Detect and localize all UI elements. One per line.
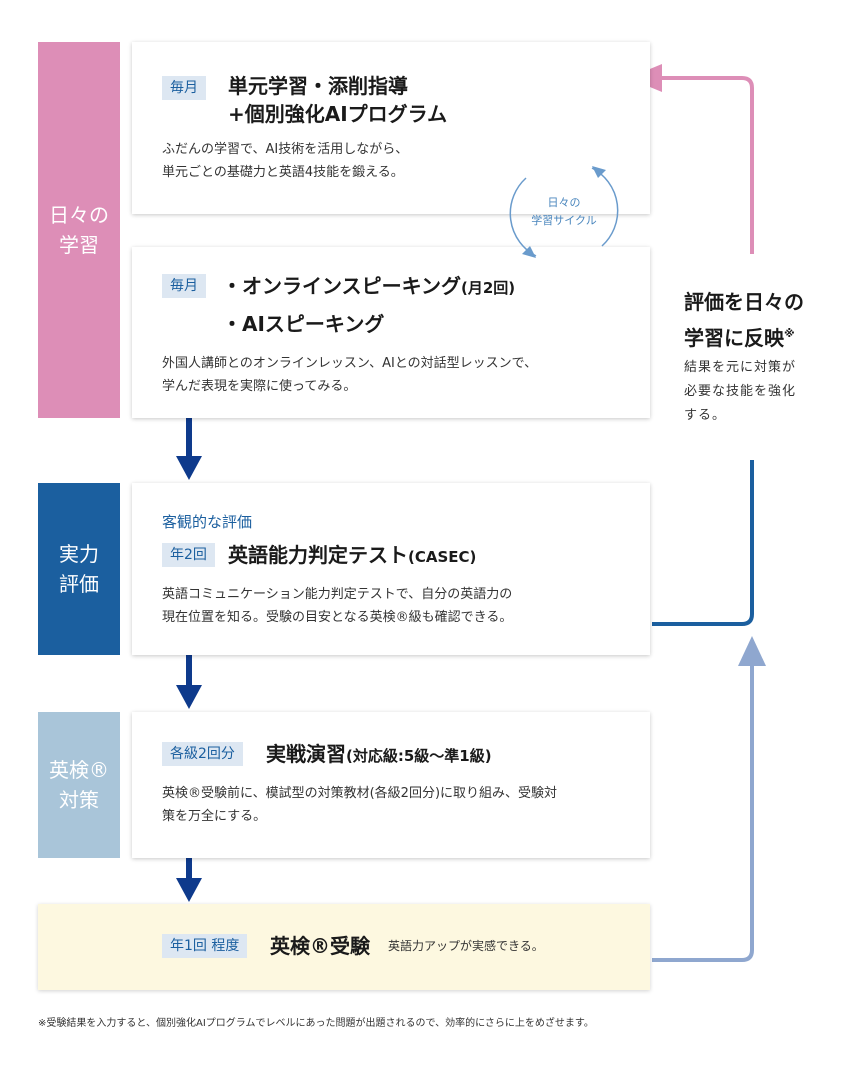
card4-heading: 実戦演習(対応級:5級〜準1級): [266, 740, 492, 770]
card1-desc-line2: 単元ごとの基礎力と英語4技能を鍛える。: [162, 165, 404, 180]
feedback-desc-line2: 必要な技能を強化: [684, 384, 797, 399]
card3-heading-sub: (CASEC): [408, 548, 477, 566]
card2-desc-line1: 外国人講師とのオンラインレッスン、AIとの対話型レッスンで、: [162, 356, 538, 371]
sidebar-eval-line1: 実力: [59, 542, 99, 566]
final-tag: 年1回 程度: [162, 934, 248, 958]
sidebar-evaluation: 実力 評価: [38, 483, 120, 655]
card3-label: 客観的な評価: [162, 513, 253, 531]
card2-desc-line2: 学んだ表現を実際に使ってみる。: [162, 379, 357, 394]
card2-heading-line1: ・オンラインスピーキング(月2回): [222, 272, 515, 302]
footnote: ※受験結果を入力すると、個別強化AIプログラムでレベルにあった問題が出題されるの…: [38, 1018, 594, 1029]
card2-heading-line1-sub: (月2回): [461, 279, 516, 297]
card1-heading-line1: 単元学習・添削指導: [228, 74, 408, 98]
down-arrow-2: [176, 655, 202, 709]
sidebar-eval-line2: 評価: [59, 572, 99, 596]
cycle-badge: 日々の 学習サイクル: [512, 160, 616, 264]
final-note: 英語力アップが実感できる。: [388, 939, 544, 953]
card2-heading-line2: ・AIスピーキング: [222, 312, 385, 336]
cycle-line1: 日々の: [547, 196, 581, 209]
card-unit-study: 毎月 単元学習・添削指導 +個別強化AIプログラム ふだんの学習で、AI技術を活…: [132, 42, 650, 214]
card1-heading-line2: +個別強化AIプログラム: [228, 102, 448, 126]
card2-heading-line1-main: ・オンラインスピーキング: [222, 274, 461, 298]
feedback-title-mark: ※: [784, 327, 795, 340]
card-eiken-exam: 年1回 程度 英検®受験 英語力アップが実感できる。: [38, 904, 650, 990]
card3-heading: 英語能力判定テスト(CASEC): [228, 541, 476, 571]
card3-desc-line1: 英語コミュニケーション能力判定テストで、自分の英語力の: [162, 587, 513, 602]
sidebar-prep-line1: 英検®: [49, 758, 109, 782]
feedback-arrow-lightblue: [652, 660, 754, 962]
sidebar-daily-study: 日々の 学習: [38, 42, 120, 418]
feedback-desc: 結果を元に対策が 必要な技能を強化 する。: [684, 356, 796, 428]
card4-heading-sub: (対応級:5級〜準1級): [346, 747, 492, 765]
sidebar-prep-line2: 対策: [59, 788, 99, 812]
card4-desc-line1: 英検®受験前に、模試型の対策教材(各級2回分)に取り組み、受験対: [162, 786, 558, 801]
feedback-line-blue: [652, 460, 754, 626]
card4-desc-line2: 策を万全にする。: [162, 809, 267, 824]
feedback-desc-line3: する。: [684, 408, 727, 423]
card-practice: 各級2回分 実戦演習(対応級:5級〜準1級) 英検®受験前に、模試型の対策教材(…: [132, 712, 650, 858]
card-casec-test: 客観的な評価 年2回 英語能力判定テスト(CASEC) 英語コミュニケーション能…: [132, 483, 650, 655]
sidebar-daily-line2: 学習: [59, 233, 99, 257]
card-speaking: 毎月 ・オンラインスピーキング(月2回) ・AIスピーキング 外国人講師とのオン…: [132, 247, 650, 418]
card4-heading-main: 実戦演習: [266, 742, 346, 766]
feedback-arrowhead-lightblue: [738, 636, 766, 666]
final-heading: 英検®受験: [270, 934, 370, 958]
feedback-title: 評価を日々の 学習に反映※: [684, 286, 804, 354]
feedback-arrow-pink: [660, 76, 754, 254]
card1-desc-line1: ふだんの学習で、AI技術を活用しながら、: [162, 142, 409, 157]
sidebar-eiken-prep: 英検® 対策: [38, 712, 120, 858]
cycle-line2: 学習サイクル: [531, 214, 597, 227]
down-arrow-1: [176, 418, 202, 480]
feedback-title-line2-wrap: 学習に反映※: [684, 318, 804, 354]
card1-tag: 毎月: [162, 76, 206, 100]
cycle-arrows: [509, 166, 619, 258]
feedback-desc-line1: 結果を元に対策が: [684, 360, 797, 375]
down-arrow-3: [176, 858, 202, 902]
card3-desc-line2: 現在位置を知る。受験の目安となる英検®級も確認できる。: [162, 610, 513, 625]
card2-tag: 毎月: [162, 274, 206, 298]
card3-heading-main: 英語能力判定テスト: [228, 543, 408, 567]
feedback-title-line1: 評価を日々の: [684, 290, 804, 314]
card4-tag: 各級2回分: [162, 742, 243, 766]
sidebar-daily-line1: 日々の: [49, 203, 109, 227]
card3-tag: 年2回: [162, 543, 215, 567]
feedback-title-line2: 学習に反映: [684, 326, 784, 350]
